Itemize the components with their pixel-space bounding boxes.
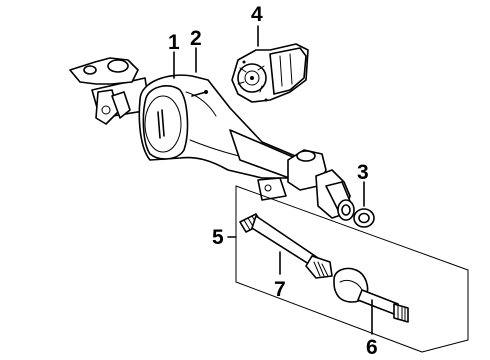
callout-4: 4 bbox=[251, 3, 263, 26]
axle-shaft-group-box bbox=[235, 185, 469, 353]
callout-3: 3 bbox=[357, 161, 369, 184]
inner-axle-shaft bbox=[239, 213, 333, 279]
callout-5: 5 bbox=[212, 226, 224, 249]
callout-6: 6 bbox=[366, 336, 378, 359]
differential-carrier bbox=[231, 43, 309, 103]
callout-2: 2 bbox=[190, 27, 202, 50]
callout-1: 1 bbox=[168, 31, 180, 54]
cv-joint-shaft bbox=[333, 267, 409, 323]
leader-lines bbox=[173, 25, 373, 335]
axle-housing bbox=[69, 57, 355, 221]
axle-seal bbox=[353, 208, 375, 228]
callout-labels: 1 2 4 3 5 7 6 bbox=[168, 3, 378, 359]
callout-7: 7 bbox=[274, 278, 286, 301]
